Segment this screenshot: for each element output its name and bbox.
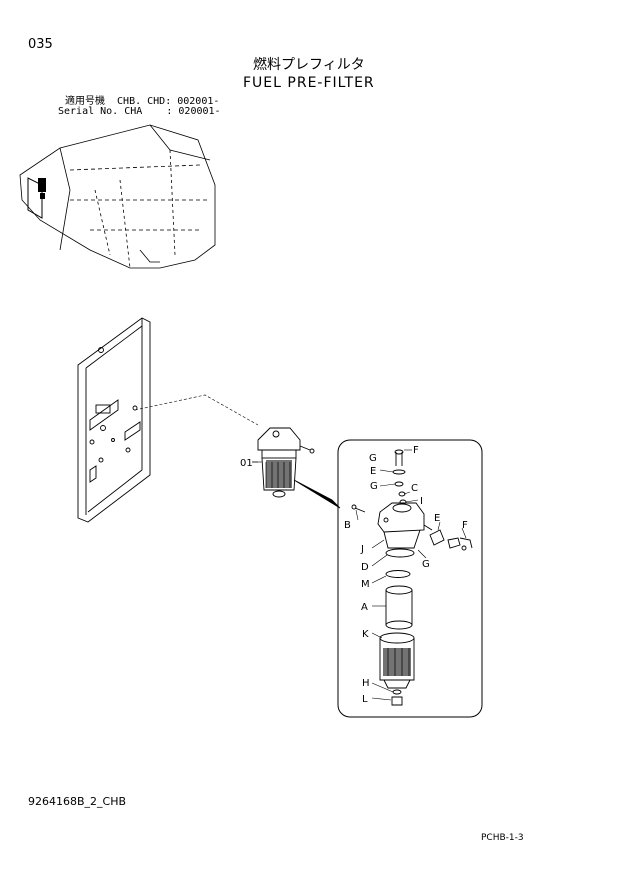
callout-E-right: E [434,513,440,524]
title-english: FUEL PRE-FILTER [243,75,375,91]
filter-assembly-small [252,427,315,498]
exploded-view-frame [337,439,483,718]
machine-locator-sketch [19,124,216,269]
callout-01: 01 [240,458,253,469]
callout-C: C [411,483,418,494]
document-code: 9264168B_2_CHB [28,795,127,808]
callout-E-top: E [370,466,376,477]
title-japanese: 燃料プレフィルタ [253,57,365,73]
callout-leaders [252,449,467,701]
pointer-arrow [293,479,341,509]
callout-F-right: F [462,520,468,531]
callout-A: A [361,602,368,613]
serial-number-line: Serial No. CHA : 020001- [58,106,221,117]
callout-J: J [360,544,364,555]
page-reference: PCHB-1-3 [481,833,524,843]
callout-G-mid: G [370,481,378,492]
mounting-bracket [77,317,151,523]
callout-D: D [361,562,369,573]
callout-B: B [344,520,351,531]
callout-G-top: G [369,453,377,464]
page-number: 035 [28,37,53,52]
callout-M: M [361,579,370,590]
exploded-parts [351,449,473,706]
callout-L: L [362,694,368,705]
callout-K: K [362,629,369,640]
callout-F-top: F [413,445,419,456]
callout-H: H [362,678,370,689]
callout-I: I [420,496,423,507]
leader-line [134,394,259,426]
callout-G-right: G [422,559,430,570]
serial-applicability-line: 適用号機 CHB. CHD: 002001- [65,96,220,107]
